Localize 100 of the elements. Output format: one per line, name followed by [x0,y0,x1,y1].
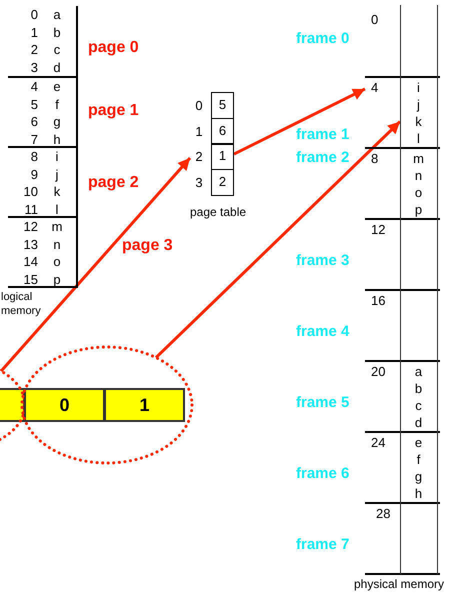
address-number: 12 [22,218,38,235]
memory-caption: physical memory [352,577,446,591]
memory-letter: d [414,414,424,431]
memory-letter: e [52,78,62,95]
memory-letter: b [414,380,424,397]
table-caption: page table [190,204,246,221]
frame-address: 20 [371,363,386,380]
dotted-ellipse [19,344,195,466]
memory-letter: j [416,96,421,113]
logical-address-segment: 0 [24,388,105,422]
table-cell: 1 [211,143,234,170]
memory-letter: c [414,397,423,414]
memory-letter: i [54,148,60,165]
address-number: 5 [30,96,38,112]
frame-address: 4 [371,79,378,96]
memory-letter: m [412,150,425,167]
address-number: 8 [30,148,38,165]
memory-letter: p [52,270,62,288]
memory-letter: j [54,166,60,182]
memory-letter: p [414,201,424,218]
memory-letter: a [52,6,62,23]
memory-letter: d [52,58,62,76]
frame-address: 16 [371,292,386,309]
table-cell: 5 [211,92,234,119]
frame-label: frame 5 [296,394,350,411]
memory-letter: k [52,183,62,200]
frame-content [400,77,438,148]
page-label: page 2 [88,174,139,192]
memory-page-block [8,218,78,288]
memory-letter: i [416,79,421,96]
address-number: 0 [30,6,38,23]
memory-page-block [8,6,78,78]
memory-letter: o [52,253,62,270]
address-number: 10 [22,183,38,200]
frame-address: 24 [371,434,386,451]
memory-letter: n [52,236,62,252]
memory-letter: o [414,184,424,201]
memory-letter: f [54,96,60,112]
memory-letter: m [50,218,64,235]
frame-label: frame 7 [296,536,350,553]
row-index: 0 [194,97,204,114]
frame-content [400,503,438,574]
memory-letter: h [414,485,424,502]
memory-letter: l [54,200,60,218]
frame-label: frame 0 [296,30,350,47]
memory-caption: logical memory [1,290,42,318]
memory-letter: c [52,41,62,58]
frame-address: 8 [371,150,378,167]
frame-content [400,219,438,290]
logical-address-segment: 1 [104,388,185,422]
frame-content [400,290,438,361]
memory-letter: l [416,130,421,147]
memory-letter: g [52,113,62,130]
memory-letter: h [52,130,62,148]
row-index: 2 [194,148,204,165]
memory-page-block [8,78,78,148]
table-cell: 6 [211,118,234,144]
page-label: page 1 [88,102,139,120]
frame-label: frame 4 [296,323,350,340]
page-label: page 0 [88,39,139,57]
memory-frame [365,290,440,362]
row-index: 3 [194,174,204,190]
memory-frame [365,148,440,220]
frame-label: frame 3 [296,252,350,269]
address-number: 7 [30,130,38,148]
address-number: 1 [30,24,38,40]
address-number: 14 [22,253,38,270]
address-number: 13 [22,236,38,252]
frame-address: 28 [376,505,390,522]
memory-letter: g [414,468,424,485]
memory-frame [365,503,440,575]
table-cell: 2 [211,168,234,196]
page-label: page 3 [122,237,173,255]
frame-content [400,5,438,77]
arrow [233,88,366,156]
memory-letter: e [414,434,424,451]
frame-content [400,361,438,432]
memory-letter: a [414,363,424,380]
memory-letter: b [52,24,62,40]
address-number: 2 [30,41,38,58]
row-index: 1 [194,122,204,140]
memory-frame [365,219,440,291]
memory-frame [365,361,440,433]
frame-content [400,148,438,219]
memory-page-block [8,148,78,218]
frame-label: frame 2 [296,149,350,166]
memory-frame [365,5,440,78]
memory-frame [365,432,440,504]
frame-label: frame 6 [296,465,350,482]
address-number: 11 [24,200,38,218]
frame-label: frame 1 [296,126,350,143]
arrow [0,157,192,372]
arrow [154,120,402,359]
memory-letter: f [416,451,422,468]
address-number: 15 [22,270,38,288]
frame-address: 0 [371,11,378,28]
address-number: 9 [30,166,38,182]
address-number: 3 [30,58,38,76]
memory-letter: n [414,167,424,184]
memory-letter: k [414,113,423,130]
